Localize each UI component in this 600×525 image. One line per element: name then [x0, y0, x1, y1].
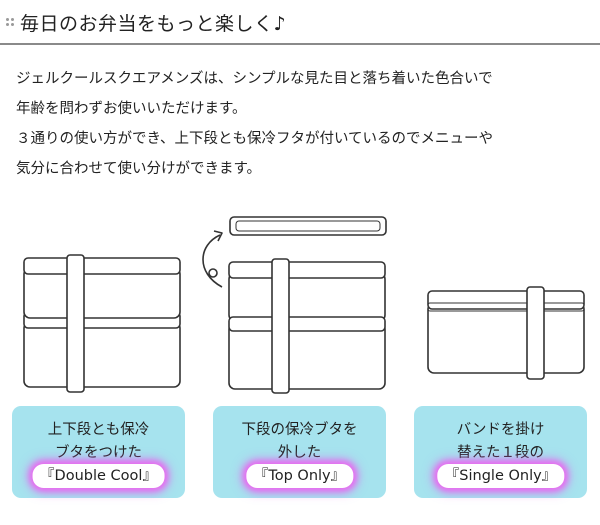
- section-header: 毎日のお弁当をもっと楽しく♪: [0, 0, 600, 46]
- card-line: 上下段とも保冷: [47, 422, 150, 438]
- intro-line: 年齢を問わずお使いいただけます。: [16, 101, 247, 117]
- single-only-illustration: [427, 286, 585, 380]
- card-mode-name: 『Single Only』: [436, 464, 565, 488]
- bullet-dots-icon: [6, 18, 16, 28]
- intro-line: ジェルクールスクエアメンズは、シンプルな見た目と落ち着いた色合いで: [16, 71, 493, 87]
- intro-line: ３通りの使い方ができ、上下段とも保冷フタが付いているのでメニューや: [16, 131, 494, 147]
- card-line: 替えた１段の: [457, 445, 544, 461]
- card-line: 外した: [277, 445, 322, 461]
- card-line: ブタをつけた: [55, 445, 142, 461]
- usage-card-single-only: バンドを掛け 替えた１段の 『Single Only』: [414, 406, 587, 498]
- intro-text: ジェルクールスクエアメンズは、シンプルな見た目と落ち着いた色合いで 年齢を問わず…: [16, 64, 596, 184]
- card-line: バンドを掛け: [456, 422, 545, 438]
- top-only-illustration: [202, 216, 387, 394]
- intro-line: 気分に合わせて使い分けができます。: [16, 161, 262, 177]
- card-mode-name: 『Double Cool』: [32, 464, 165, 488]
- header-divider: [0, 43, 600, 45]
- card-mode-name: 『Top Only』: [245, 464, 354, 488]
- double-cool-illustration: [23, 254, 181, 393]
- usage-card-top-only: 下段の保冷ブタを 外した 『Top Only』: [213, 406, 386, 498]
- card-line: 下段の保冷ブタを: [241, 422, 358, 438]
- usage-illustrations: [0, 195, 600, 400]
- usage-card-double-cool: 上下段とも保冷 ブタをつけた 『Double Cool』: [12, 406, 185, 498]
- section-title: 毎日のお弁当をもっと楽しく♪: [20, 13, 287, 35]
